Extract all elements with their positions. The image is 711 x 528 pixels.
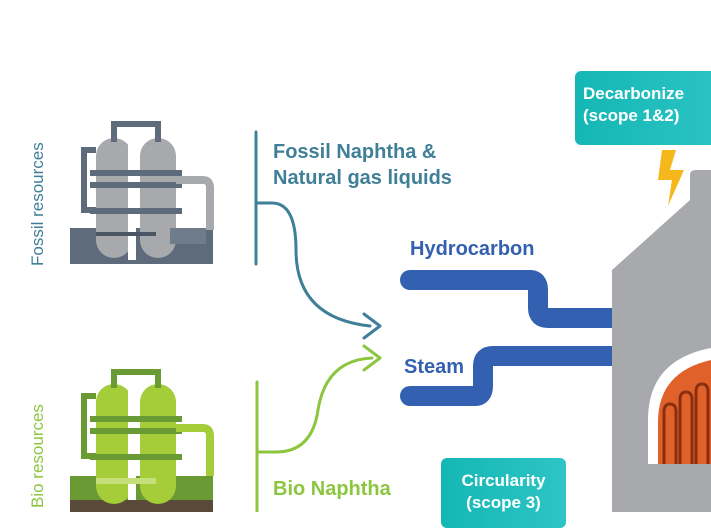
decarbonize-line1: Decarbonize <box>583 84 685 103</box>
hydrocarbon-label: Hydrocarbon <box>410 238 535 260</box>
bio-resources-label: Bio resources <box>28 404 47 508</box>
steam-label: Steam <box>404 356 465 378</box>
circularity-line1: Circularity <box>461 471 546 490</box>
hydrocarbon-pipe <box>400 270 630 328</box>
fossil-resources-label: Fossil resources <box>28 142 47 266</box>
fossil-plant-icon <box>70 121 214 264</box>
lightning-icon <box>658 150 684 206</box>
bio-flow-arrow <box>255 344 382 512</box>
fossil-feed-line1: Fossil Naphtha & <box>273 141 437 163</box>
fossil-feed-label: Fossil Naphtha & Natural gas liquids <box>273 139 452 191</box>
furnace-icon <box>612 170 711 512</box>
decarbonize-box: Decarbonize (scope 1&2) <box>575 71 711 145</box>
process-diagram <box>70 121 711 512</box>
fossil-flow-arrow <box>254 130 382 340</box>
bio-plant-icon <box>70 369 214 512</box>
fossil-feed-line2: Natural gas liquids <box>273 167 452 189</box>
circularity-box: Circularity (scope 3) <box>441 458 566 528</box>
bio-feed-label: Bio Naphtha <box>273 478 391 500</box>
decarbonize-line2: (scope 1&2) <box>583 106 680 125</box>
circularity-line2: (scope 3) <box>466 493 541 512</box>
steam-pipe <box>400 346 630 406</box>
